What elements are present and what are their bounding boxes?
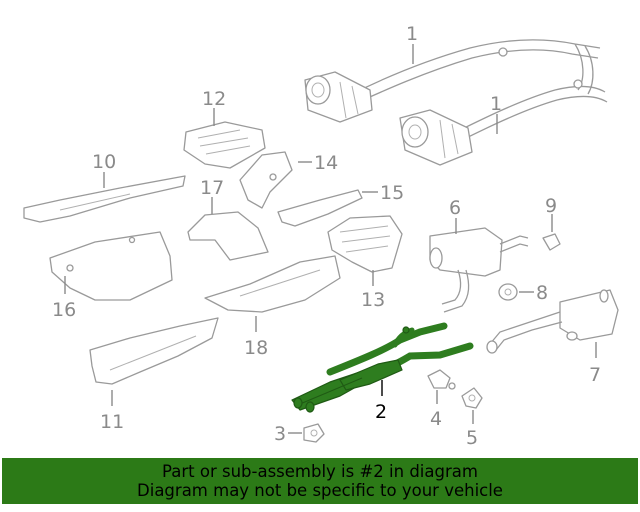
callout-10: 10 [92, 151, 116, 173]
callout-1b: 1 [490, 93, 502, 115]
callout-2: 2 [375, 401, 387, 423]
banner-line-2: Diagram may not be specific to your vehi… [137, 481, 503, 500]
part-18-heat-shield [204, 255, 341, 313]
callout-11: 11 [100, 411, 124, 433]
part-16-heat-shield [49, 231, 173, 301]
part-7-rear-muffler [486, 289, 619, 354]
part-5-hanger [461, 387, 483, 409]
part-4-bracket [427, 369, 456, 390]
part-3-clamp [303, 423, 325, 443]
callout-6: 6 [449, 197, 461, 219]
part-8-hanger [498, 283, 518, 301]
part-notice-banner: Part or sub-assembly is #2 in diagram Di… [2, 458, 638, 504]
callout-7: 7 [589, 364, 601, 386]
part-9-clamp [542, 233, 561, 251]
part-17-heat-shield [187, 211, 269, 261]
callout-5: 5 [466, 427, 478, 449]
callout-9: 9 [545, 195, 557, 217]
exhaust-parts-diagram: 1 1 12 14 10 17 15 16 13 [23, 23, 619, 449]
part-1-front-pipe-catalytic-converters [304, 39, 608, 166]
callout-17: 17 [200, 177, 224, 199]
callout-13: 13 [361, 289, 385, 311]
callout-16: 16 [52, 299, 76, 321]
callout-14: 14 [314, 152, 338, 174]
banner-line-1: Part or sub-assembly is #2 in diagram [162, 462, 478, 481]
part-6-muffler [429, 227, 529, 313]
callout-4: 4 [430, 408, 442, 430]
callout-18: 18 [244, 337, 268, 359]
callout-8: 8 [536, 282, 548, 304]
callout-15: 15 [380, 182, 404, 204]
part-13-heat-shield [327, 215, 403, 273]
callout-12: 12 [202, 88, 226, 110]
part-11-heat-shield [89, 317, 219, 385]
part-10-heat-shield [23, 175, 186, 223]
callout-3: 3 [274, 423, 286, 445]
part-2-intermediate-pipe [291, 322, 474, 413]
callout-1a: 1 [406, 23, 418, 45]
part-12-heat-shield [183, 121, 266, 169]
part-15-heat-shield [277, 189, 363, 227]
part-14-heat-shield [239, 151, 293, 209]
